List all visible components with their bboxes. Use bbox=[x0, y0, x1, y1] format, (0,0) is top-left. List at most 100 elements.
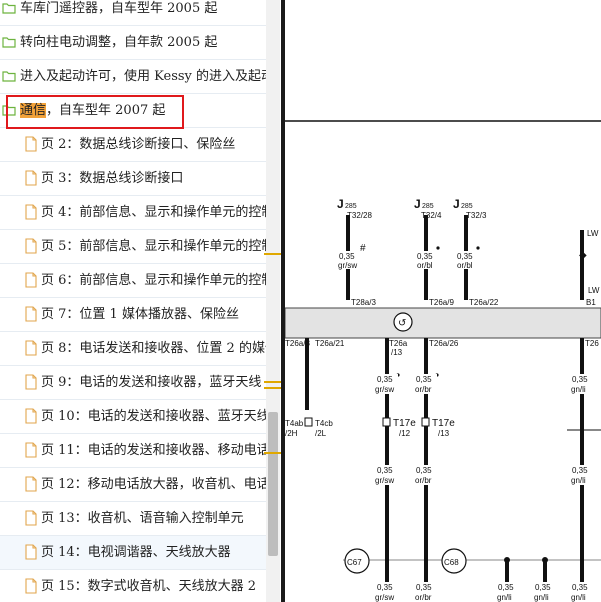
diagram-label: gn/li bbox=[571, 385, 586, 394]
tree-item-label: 页 5：前部信息、显示和操作单元的控制 bbox=[41, 239, 266, 254]
page-icon bbox=[24, 476, 38, 492]
diagram-label: 0,35 bbox=[416, 583, 432, 592]
folder-icon bbox=[2, 69, 16, 83]
tree-item-label: 页 14：电视调谐器、天线放大器 bbox=[41, 545, 231, 560]
diagram-label: # bbox=[360, 243, 366, 254]
document-tree: 车库门遥控器，自车型年 2005 起转向柱电动调整，自年款 2005 起进入及起… bbox=[0, 0, 266, 602]
diagram-label: B1 bbox=[586, 298, 596, 307]
tree-item-label: 页 6：前部信息、显示和操作单元的控制 bbox=[41, 273, 266, 288]
diagram-label: T26 bbox=[585, 339, 599, 348]
scroll-marker bbox=[264, 452, 282, 454]
tree-page-item[interactable]: 页 10：电话的发送和接收器、蓝牙天线 bbox=[0, 400, 266, 434]
page-icon bbox=[24, 238, 38, 254]
tree-scrollbar-thumb[interactable] bbox=[268, 412, 278, 556]
tree-page-item[interactable]: 页 2：数据总线诊断接口、保险丝 bbox=[0, 128, 266, 162]
diagram-label: 0,35 bbox=[417, 252, 433, 261]
diagram-label: gr/sw bbox=[375, 476, 394, 485]
tree-item-label: 页 15：数字式收音机、天线放大器 2 bbox=[41, 579, 257, 594]
tree-item-label: 页 3：数据总线诊断接口 bbox=[41, 171, 184, 186]
diagram-label: /2H bbox=[285, 429, 298, 438]
tree-page-item[interactable]: 页 8：电话发送和接收器、位置 2 的媒体 bbox=[0, 332, 266, 366]
folder-icon bbox=[2, 35, 16, 49]
diagram-label: 0,35 bbox=[572, 375, 588, 384]
diagram-label: 0,35 bbox=[498, 583, 514, 592]
folder-icon bbox=[2, 1, 16, 15]
scroll-marker bbox=[264, 253, 282, 255]
page-icon bbox=[24, 306, 38, 322]
diagram-label: T32/3 bbox=[466, 211, 487, 220]
tree-page-item[interactable]: 页 3：数据总线诊断接口 bbox=[0, 162, 266, 196]
diagram-label: J bbox=[453, 197, 460, 211]
diagram-label: LW bbox=[588, 286, 600, 295]
tree-page-item[interactable]: 页 13：收音机、语音输入控制单元 bbox=[0, 502, 266, 536]
tree-item-label: 页 13：收音机、语音输入控制单元 bbox=[41, 511, 244, 526]
page-icon bbox=[24, 272, 38, 288]
diagram-label: or/bl bbox=[417, 261, 433, 270]
tree-item-label: ，自车型年 2007 起 bbox=[46, 103, 166, 118]
tree-page-item[interactable]: 页 14：电视调谐器、天线放大器 bbox=[0, 536, 266, 570]
diagram-label: T28a/3 bbox=[351, 298, 376, 307]
diagram-label: /13 bbox=[438, 429, 450, 438]
search-highlight: 通信 bbox=[20, 103, 47, 118]
tree-page-item[interactable]: 页 7：位置 1 媒体播放器、保险丝 bbox=[0, 298, 266, 332]
diagram-label: 285 bbox=[461, 203, 473, 210]
tree-page-item[interactable]: 页 11：电话的发送和接收器、移动电话 bbox=[0, 434, 266, 468]
diagram-label: C68 bbox=[444, 558, 459, 567]
diagram-label: 0,35 bbox=[377, 466, 393, 475]
scroll-marker bbox=[264, 381, 282, 383]
diagram-label: T26a/22 bbox=[469, 298, 499, 307]
wiring-diagram: ↺ J 285 T32/28 J 285 T32/4 J 285 T32/3 L… bbox=[285, 120, 601, 602]
tree-page-item[interactable]: 页 9：电话的发送和接收器，蓝牙天线 bbox=[0, 366, 266, 400]
tree-page-item[interactable]: 页 4：前部信息、显示和操作单元的控制 bbox=[0, 196, 266, 230]
tree-page-item[interactable]: 页 6：前部信息、显示和操作单元的控制 bbox=[0, 264, 266, 298]
tree-item-label: 页 8：电话发送和接收器、位置 2 的媒体 bbox=[41, 341, 266, 356]
diagram-label: C67 bbox=[347, 558, 362, 567]
page-icon bbox=[24, 170, 38, 186]
diagram-label: T26a/26 bbox=[429, 339, 459, 348]
diagram-label: gr/sw bbox=[375, 593, 394, 602]
page-icon bbox=[24, 374, 38, 390]
diagram-label: T26a/21 bbox=[315, 339, 345, 348]
tree-item-label: 页 11：电话的发送和接收器、移动电话 bbox=[41, 443, 266, 458]
component-label: J bbox=[337, 197, 344, 211]
diagram-label: LW bbox=[587, 229, 599, 238]
diagram-label: 285 bbox=[345, 203, 357, 210]
tree-item-label: 页 9：电话的发送和接收器，蓝牙天线 bbox=[41, 375, 262, 390]
selection-highlight-box bbox=[6, 95, 184, 129]
diagram-label: T26a/8 bbox=[285, 339, 310, 348]
page-icon bbox=[24, 204, 38, 220]
diagram-label: gn/li bbox=[497, 593, 512, 602]
diagram-label: or/br bbox=[415, 476, 432, 485]
diagram-label: T32/4 bbox=[421, 211, 442, 220]
page-icon bbox=[24, 408, 38, 424]
diagram-label: gn/li bbox=[571, 476, 586, 485]
tree-item-label: 页 12：移动电话放大器，收音机、电话 bbox=[41, 477, 266, 492]
wiring-diagram-view: ↺ J 285 T32/28 J 285 T32/4 J 285 T32/3 L… bbox=[285, 0, 601, 602]
page-icon bbox=[24, 442, 38, 458]
tree-page-item[interactable]: 页 15：数字式收音机、天线放大器 2 bbox=[0, 570, 266, 602]
tree-folder-item[interactable]: 进入及起动许可，使用 Kessy 的进入及起动 bbox=[0, 60, 266, 94]
diagram-label: T26a bbox=[389, 339, 408, 348]
tree-folder-item[interactable]: 车库门遥控器，自车型年 2005 起 bbox=[0, 0, 266, 26]
tree-folder-item[interactable]: 转向柱电动调整，自年款 2005 起 bbox=[0, 26, 266, 60]
diagram-label: T26a/9 bbox=[429, 298, 454, 307]
tree-item-label: 进入及起动许可，使用 Kessy 的进入及起动 bbox=[20, 69, 266, 84]
diagram-label: gr/sw bbox=[375, 385, 394, 394]
diagram-label: T32/28 bbox=[347, 211, 372, 220]
ground-symbol-icon bbox=[393, 312, 413, 332]
diagram-label: 0,35 bbox=[339, 252, 355, 261]
tree-page-item[interactable]: 页 12：移动电话放大器，收音机、电话 bbox=[0, 468, 266, 502]
tree-page-item[interactable]: 页 5：前部信息、显示和操作单元的控制 bbox=[0, 230, 266, 264]
page-icon bbox=[24, 340, 38, 356]
pane-divider[interactable] bbox=[281, 0, 285, 602]
svg-text:↺: ↺ bbox=[398, 318, 406, 329]
tree-item-label: 页 10：电话的发送和接收器、蓝牙天线 bbox=[41, 409, 266, 424]
tree-item-label: 转向柱电动调整，自年款 2005 起 bbox=[20, 35, 218, 50]
scroll-marker bbox=[264, 387, 282, 389]
diagram-label: 0,35 bbox=[377, 375, 393, 384]
diagram-label: /12 bbox=[399, 429, 411, 438]
diagram-label: 0,35 bbox=[416, 466, 432, 475]
tree-item-label: 页 2：数据总线诊断接口、保险丝 bbox=[41, 137, 236, 152]
diagram-label: J bbox=[414, 197, 421, 211]
page-icon bbox=[24, 578, 38, 594]
